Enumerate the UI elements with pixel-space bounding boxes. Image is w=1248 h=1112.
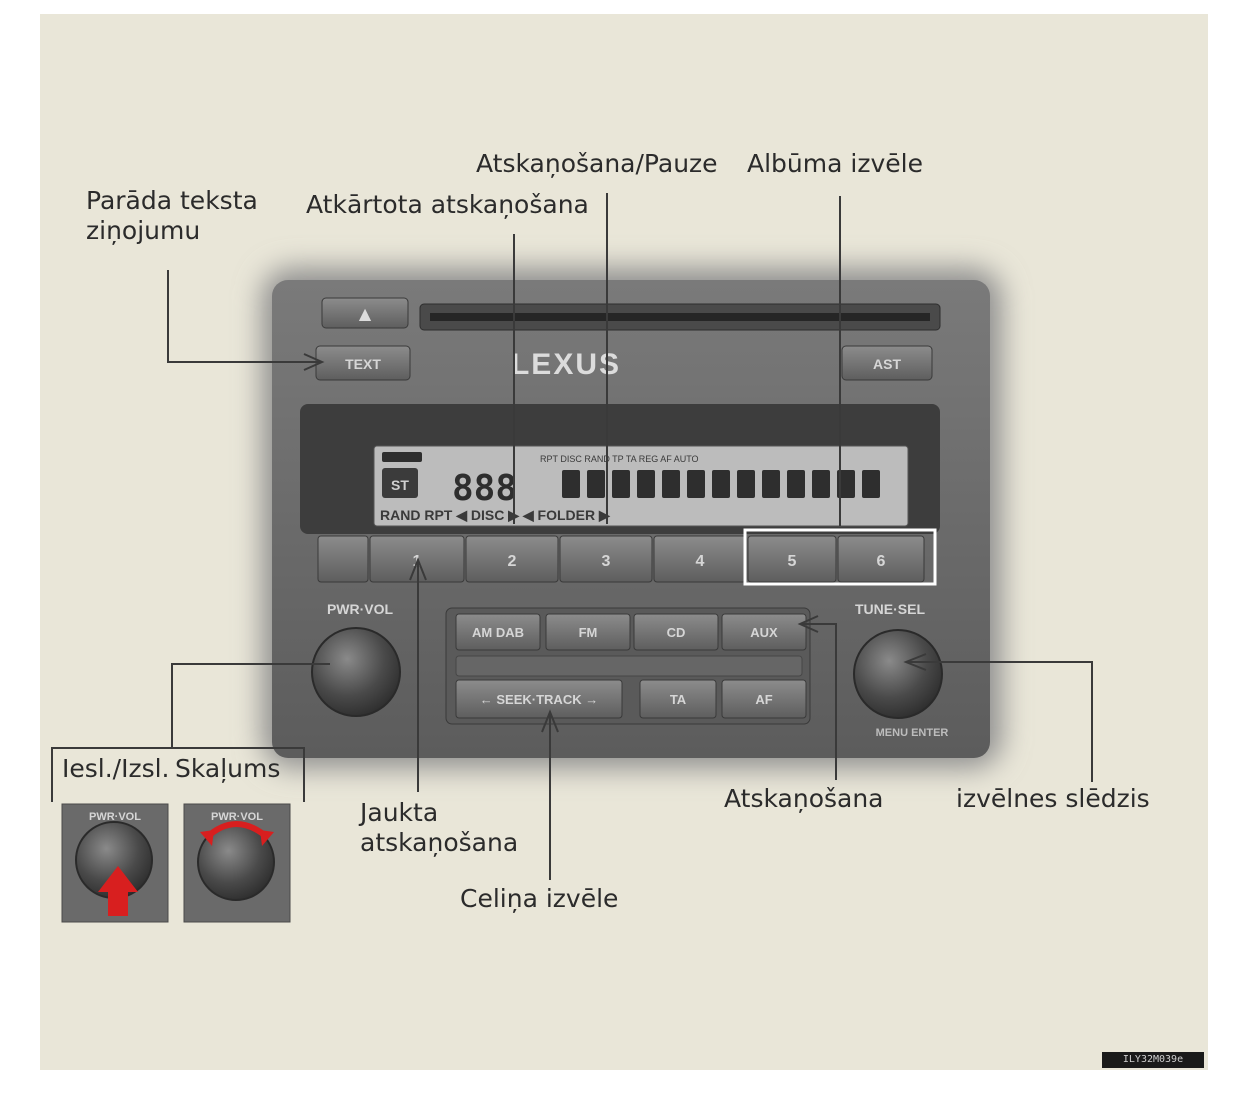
bottom-button-label: TA [670,692,687,707]
preset-button-2[interactable] [465,535,559,583]
tune-sel-label: TUNE·SEL [855,601,925,617]
source-button-label: AM DAB [472,625,524,640]
leader-text-arrow [303,353,325,371]
inset-power-label: PWR·VOL [89,811,141,823]
callout-volume: Skaļums [175,754,281,783]
callout-random-line2: atskaņošana [360,828,519,857]
callout-play-pause: Atskaņošana/Pauze [476,149,718,178]
callout-playback: Atskaņošana [724,784,884,813]
source-button-label: FM [579,625,598,640]
leader-text-message [167,270,322,363]
leader-power-volume [171,663,330,748]
inset-volume-label: PWR·VOL [211,811,263,823]
lcd-segment [787,470,805,498]
callout-text-message: Parāda teksta ziņojumu [86,186,258,246]
preset-button-blank[interactable] [317,535,369,583]
leader-playback [800,623,837,780]
ast-button-label: AST [873,356,901,372]
lcd-digits: 888 [452,468,517,509]
lcd-segment [812,470,830,498]
lcd-segment [562,470,580,498]
ta-button[interactable] [639,679,717,719]
lcd-segment [862,470,880,498]
bottom-button-label: ← SEEK·TRACK → [480,692,598,707]
callout-random: Jaukta atskaņošana [360,798,518,858]
pwr-vol-knob[interactable] [311,627,401,717]
bottom-button-label: AF [755,692,772,707]
source-button-label: AUX [750,625,778,640]
preset-button-label: 6 [877,553,886,570]
lcd-segment [712,470,730,498]
lcd-segment [662,470,680,498]
callout-track-select: Celiņa izvēle [460,884,619,913]
lcd-segment [587,470,605,498]
leader-random-arrow [409,557,427,581]
preset-button-5[interactable] [747,535,837,583]
leader-menu-arrow [903,653,927,671]
preset-button-label: 3 [602,553,611,570]
eject-icon: ▲ [359,304,372,323]
source-button-cd[interactable] [633,613,719,651]
source-button-am-dab[interactable] [455,613,541,651]
inset-volume: PWR·VOL [183,803,291,923]
brand-logo: LEXUS [511,348,621,381]
rotate-arrowhead-right [260,830,274,846]
leader-track-arrow [541,709,559,733]
rotate-arrowhead-left [200,830,214,846]
lcd-segment [612,470,630,498]
callout-album-select: Albūma izvēle [747,149,923,178]
lcd-segment [687,470,705,498]
callout-text-message-line2: ziņojumu [86,216,201,245]
callout-menu-switch: izvēlnes slēdzis [956,784,1150,813]
pwr-vol-label: PWR·VOL [327,601,394,617]
lcd-segment [737,470,755,498]
af-button[interactable] [721,679,807,719]
press-arrow-icon [98,866,138,916]
image-code: ILY32M039e [1102,1052,1204,1068]
preset-button-6[interactable] [837,535,925,583]
source-button-aux[interactable] [721,613,807,651]
menu-enter-label: MENU ENTER [876,727,949,739]
preset-button-label: 2 [508,553,517,570]
radio-unit: ▲ TEXT LEXUS AST ST 888 RPT DISC RAND TP… [272,280,990,758]
preset-button-label: 4 [696,553,705,570]
lcd-segment [762,470,780,498]
leader-playback-arrow [797,615,819,633]
callout-power: Iesl./Izsl. [62,754,170,783]
lcd-indicators-bottom: RAND RPT ◀ DISC ▶ ◀ FOLDER ▶ [380,507,611,523]
eject-button[interactable] [321,297,409,329]
seek-track-button[interactable] [455,679,623,719]
callout-repeat: Atkārtota atskaņošana [306,190,589,219]
source-button-label: CD [667,625,686,640]
ast-button[interactable] [841,345,933,381]
bottom-buttons: ← SEEK·TRACK → TA AF [455,679,807,719]
callout-text-message-line1: Parāda teksta [86,186,258,215]
preset-button-3[interactable] [559,535,653,583]
text-button-label: TEXT [345,356,381,372]
leader-menu [906,661,1093,782]
inset-power: PWR·VOL [61,803,169,923]
source-buttons: AM DAB FM CD AUX [455,613,807,651]
preset-button-label: 5 [788,553,797,570]
source-button-fm[interactable] [545,613,631,651]
lcd-segment [837,470,855,498]
lcd-display: ST 888 RPT DISC RAND TP TA REG AF AUTO R… [373,445,909,527]
lcd-segment [637,470,655,498]
lcd-segment-row [562,470,880,498]
lcd-badge-text: ST [391,477,409,493]
callout-lines [51,193,1093,880]
lcd-badge [382,468,418,498]
album-select-highlight [743,528,937,586]
callout-random-line1: Jaukta [360,798,439,827]
lcd-indicators-top: RPT DISC RAND TP TA REG AF AUTO [540,454,699,464]
tune-sel-knob[interactable] [853,629,943,719]
inset-bracket [51,747,305,802]
